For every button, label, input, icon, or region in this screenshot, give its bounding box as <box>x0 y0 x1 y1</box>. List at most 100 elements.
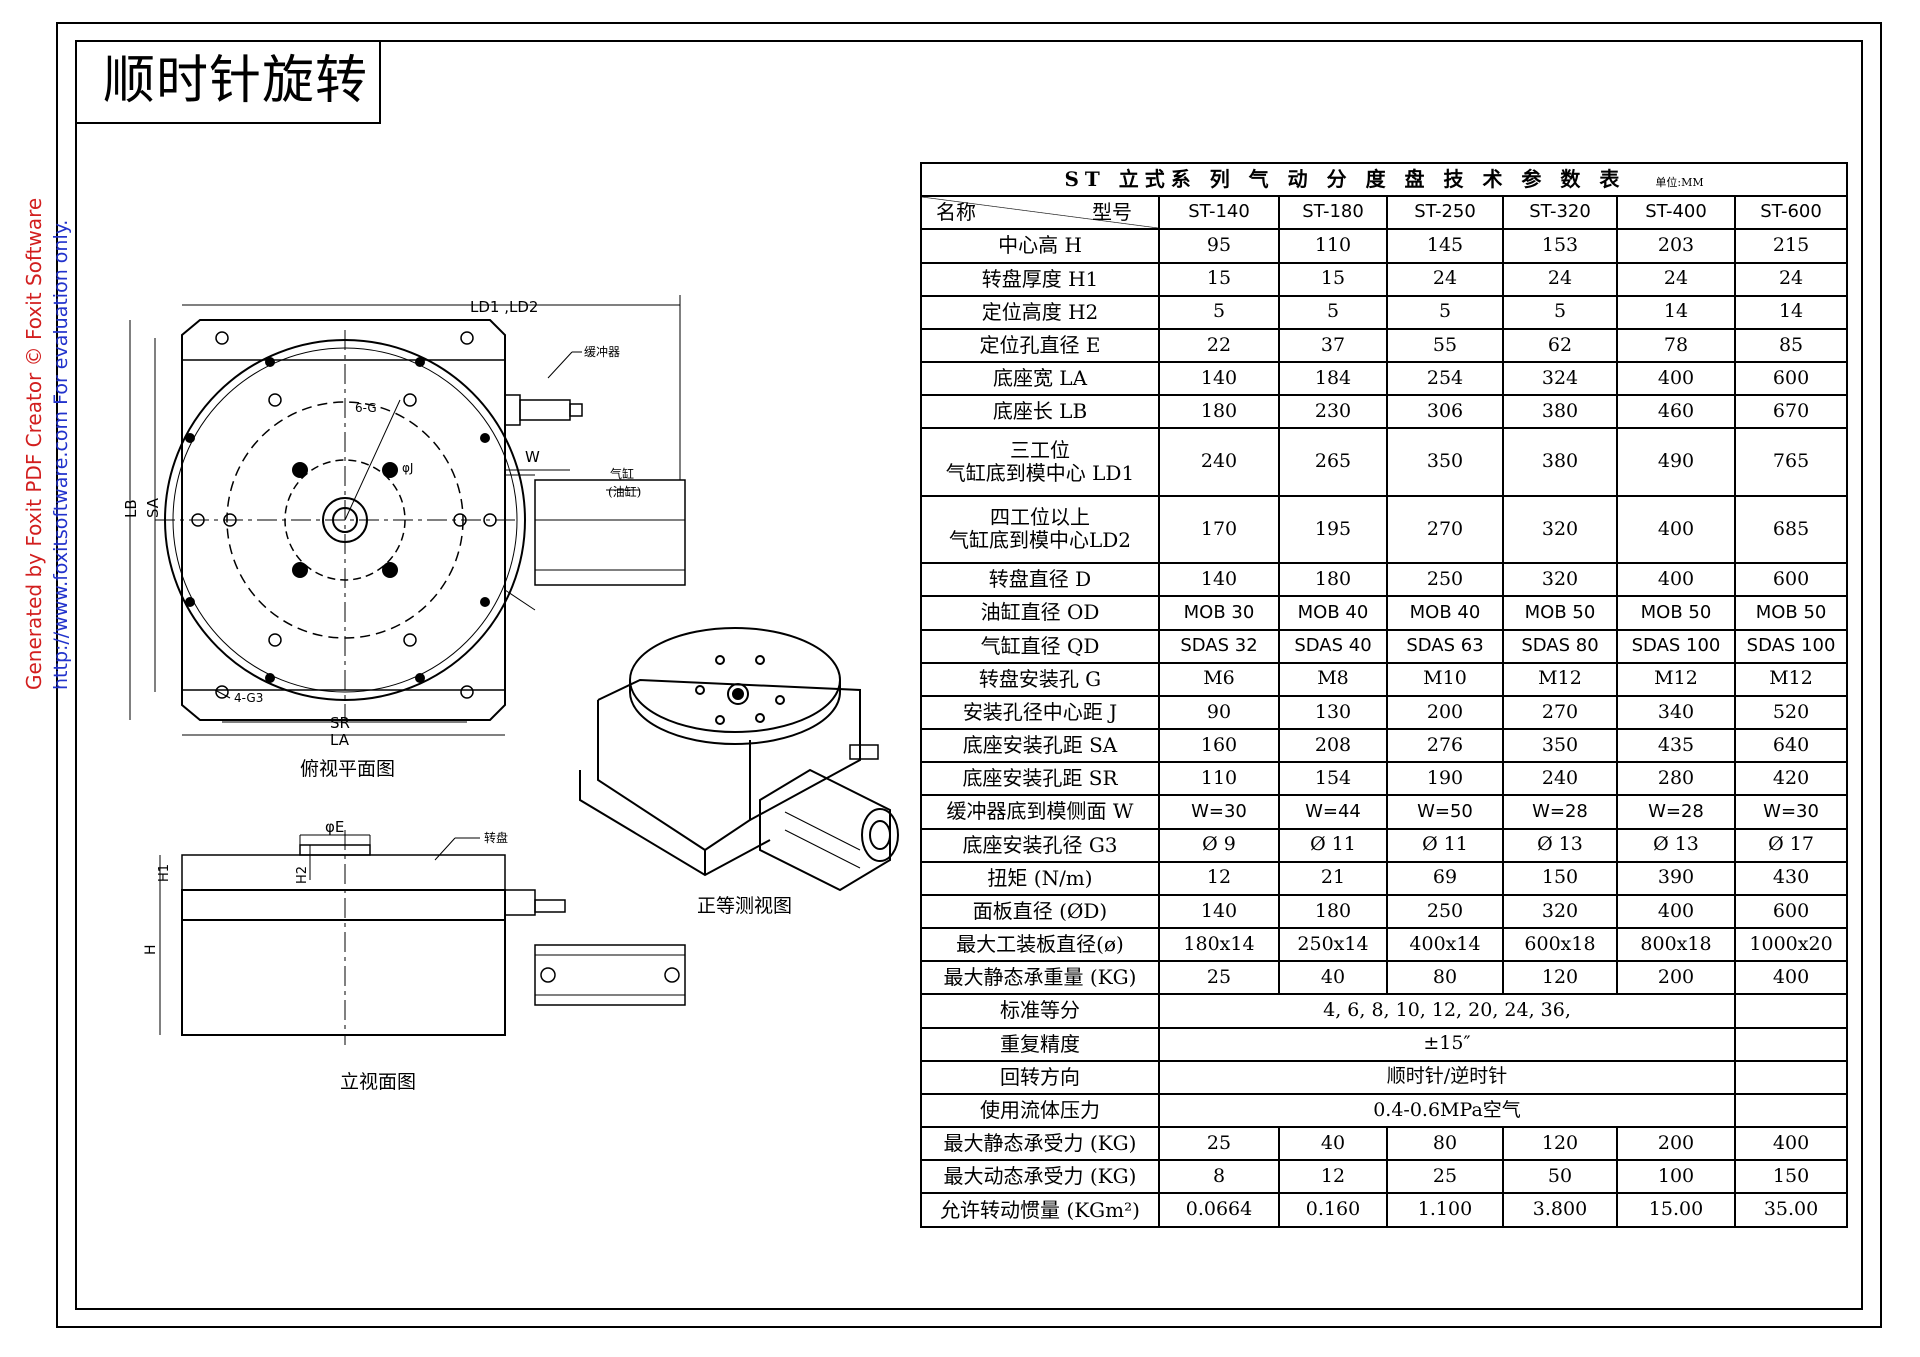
value-cell: M10 <box>1386 661 1504 697</box>
value-cell: 435 <box>1616 728 1736 764</box>
value-cell: 208 <box>1278 728 1388 764</box>
value-cell: 1.100 <box>1386 1192 1504 1228</box>
value-cell: 12 <box>1278 1159 1388 1195</box>
table-title-row: ST 立式系 列 气 动 分 度 盘 技 术 参 数 表单位:MM <box>919 161 1849 198</box>
value-cell: 80 <box>1386 960 1504 996</box>
row-label-cell: 安装孔径中心距 J <box>920 694 1160 731</box>
value-cell: 15.00 <box>1616 1192 1736 1228</box>
g-hole-label: 6-G <box>355 401 377 415</box>
row-label-cell: 底座安装孔距 SR <box>920 761 1160 797</box>
value-cell: 600 <box>1733 562 1849 598</box>
value-cell: 25 <box>1386 1159 1504 1195</box>
value-cell: 95 <box>1158 228 1280 264</box>
value-cell: 25 <box>1158 960 1280 996</box>
value-cell: 800x18 <box>1616 927 1736 963</box>
row-label-cell: 三工位 气缸底到模中心 LD1 <box>920 427 1160 497</box>
value-cell: M12 <box>1733 661 1849 697</box>
value-cell: MOB 50 <box>1733 595 1849 631</box>
la-dimension: LA <box>330 731 350 749</box>
iso-view-caption: 正等测视图 <box>697 895 792 917</box>
value-cell: 90 <box>1158 694 1280 731</box>
value-cell: 324 <box>1502 361 1618 397</box>
value-cell: W=44 <box>1278 794 1388 830</box>
value-cell: 24 <box>1733 261 1849 297</box>
value-cell: M8 <box>1278 661 1388 697</box>
value-cell: 400 <box>1733 1126 1849 1162</box>
value-cell: 0.0664 <box>1158 1192 1280 1228</box>
value-cell: 190 <box>1386 761 1504 797</box>
sa-dimension: SA <box>144 497 162 518</box>
value-cell: 270 <box>1386 494 1504 565</box>
value-cell: 150 <box>1502 860 1618 896</box>
buffer-label: 缓冲器 <box>584 344 620 359</box>
value-cell: Ø 9 <box>1158 827 1280 863</box>
value-cell: 380 <box>1502 427 1618 497</box>
value-cell: 390 <box>1616 860 1736 896</box>
row-label-cell: 定位高度 H2 <box>920 294 1160 330</box>
value-cell: 420 <box>1733 761 1849 797</box>
value-cell: Ø 13 <box>1616 827 1736 863</box>
value-cell: 670 <box>1733 394 1849 430</box>
value-cell: 85 <box>1733 327 1849 364</box>
empty-cell <box>1733 1059 1849 1095</box>
table-merged-row: 重复精度±15″ <box>920 1026 1849 1062</box>
value-cell: 170 <box>1158 494 1280 565</box>
value-cell: 140 <box>1158 893 1280 930</box>
empty-cell <box>1733 1026 1849 1062</box>
value-cell: 640 <box>1733 728 1849 764</box>
row-label-cell: 油缸直径 OD <box>920 595 1160 631</box>
row-label-cell: 定位孔直径 E <box>920 327 1160 364</box>
ld-dimension: LD1 ,LD2 <box>470 298 538 316</box>
value-cell: 600 <box>1733 893 1849 930</box>
value-cell: 250 <box>1386 893 1504 930</box>
value-cell: 24 <box>1502 261 1618 297</box>
value-cell: 320 <box>1502 494 1618 565</box>
value-cell: 685 <box>1733 494 1849 565</box>
row-label-cell: 标准等分 <box>920 993 1160 1029</box>
value-cell: W=50 <box>1386 794 1504 830</box>
inner-frame <box>75 40 1863 1310</box>
cylinder-label: 气缸 <box>610 466 634 481</box>
row-label-cell: 转盘安装孔 G <box>920 661 1160 697</box>
value-cell: MOB 50 <box>1616 595 1736 631</box>
value-cell: 306 <box>1386 394 1504 430</box>
technical-drawing: LD1 ,LD2 缓冲器 气缸 (油缸) W LB SA SR LA 6-G φ… <box>122 295 899 1093</box>
value-cell: 200 <box>1616 960 1736 996</box>
page-title: 顺时针旋转 <box>77 42 381 124</box>
value-cell: 140 <box>1158 562 1280 598</box>
row-label-cell: 气缸直径 QD <box>920 628 1160 664</box>
value-cell: 153 <box>1502 228 1618 264</box>
header-corner-cell: 名称型号 <box>920 195 1160 231</box>
value-cell: W=28 <box>1502 794 1618 830</box>
row-label-cell: 缓冲器底到模侧面 W <box>920 794 1160 830</box>
value-cell: MOB 50 <box>1502 595 1618 631</box>
merged-value-cell: ±15″ <box>1158 1026 1736 1062</box>
value-cell: SDAS 100 <box>1733 628 1849 664</box>
value-cell: 55 <box>1386 327 1504 364</box>
h2-dimension: H2 <box>295 866 310 884</box>
value-cell: 8 <box>1158 1159 1280 1195</box>
value-cell: MOB 30 <box>1158 595 1280 631</box>
row-label-cell: 最大动态承受力 (KG) <box>920 1159 1160 1195</box>
value-cell: M6 <box>1158 661 1280 697</box>
empty-cell <box>1733 1092 1849 1129</box>
model-header-cell: ST-140 <box>1158 195 1280 231</box>
row-label-cell: 底座安装孔距 SA <box>920 728 1160 764</box>
value-cell: 120 <box>1502 1126 1618 1162</box>
value-cell: 180 <box>1278 893 1388 930</box>
value-cell: SDAS 100 <box>1616 628 1736 664</box>
value-cell: 400 <box>1616 562 1736 598</box>
value-cell: 400 <box>1733 960 1849 996</box>
value-cell: 78 <box>1616 327 1736 364</box>
value-cell: 250 <box>1386 562 1504 598</box>
value-cell: 280 <box>1616 761 1736 797</box>
